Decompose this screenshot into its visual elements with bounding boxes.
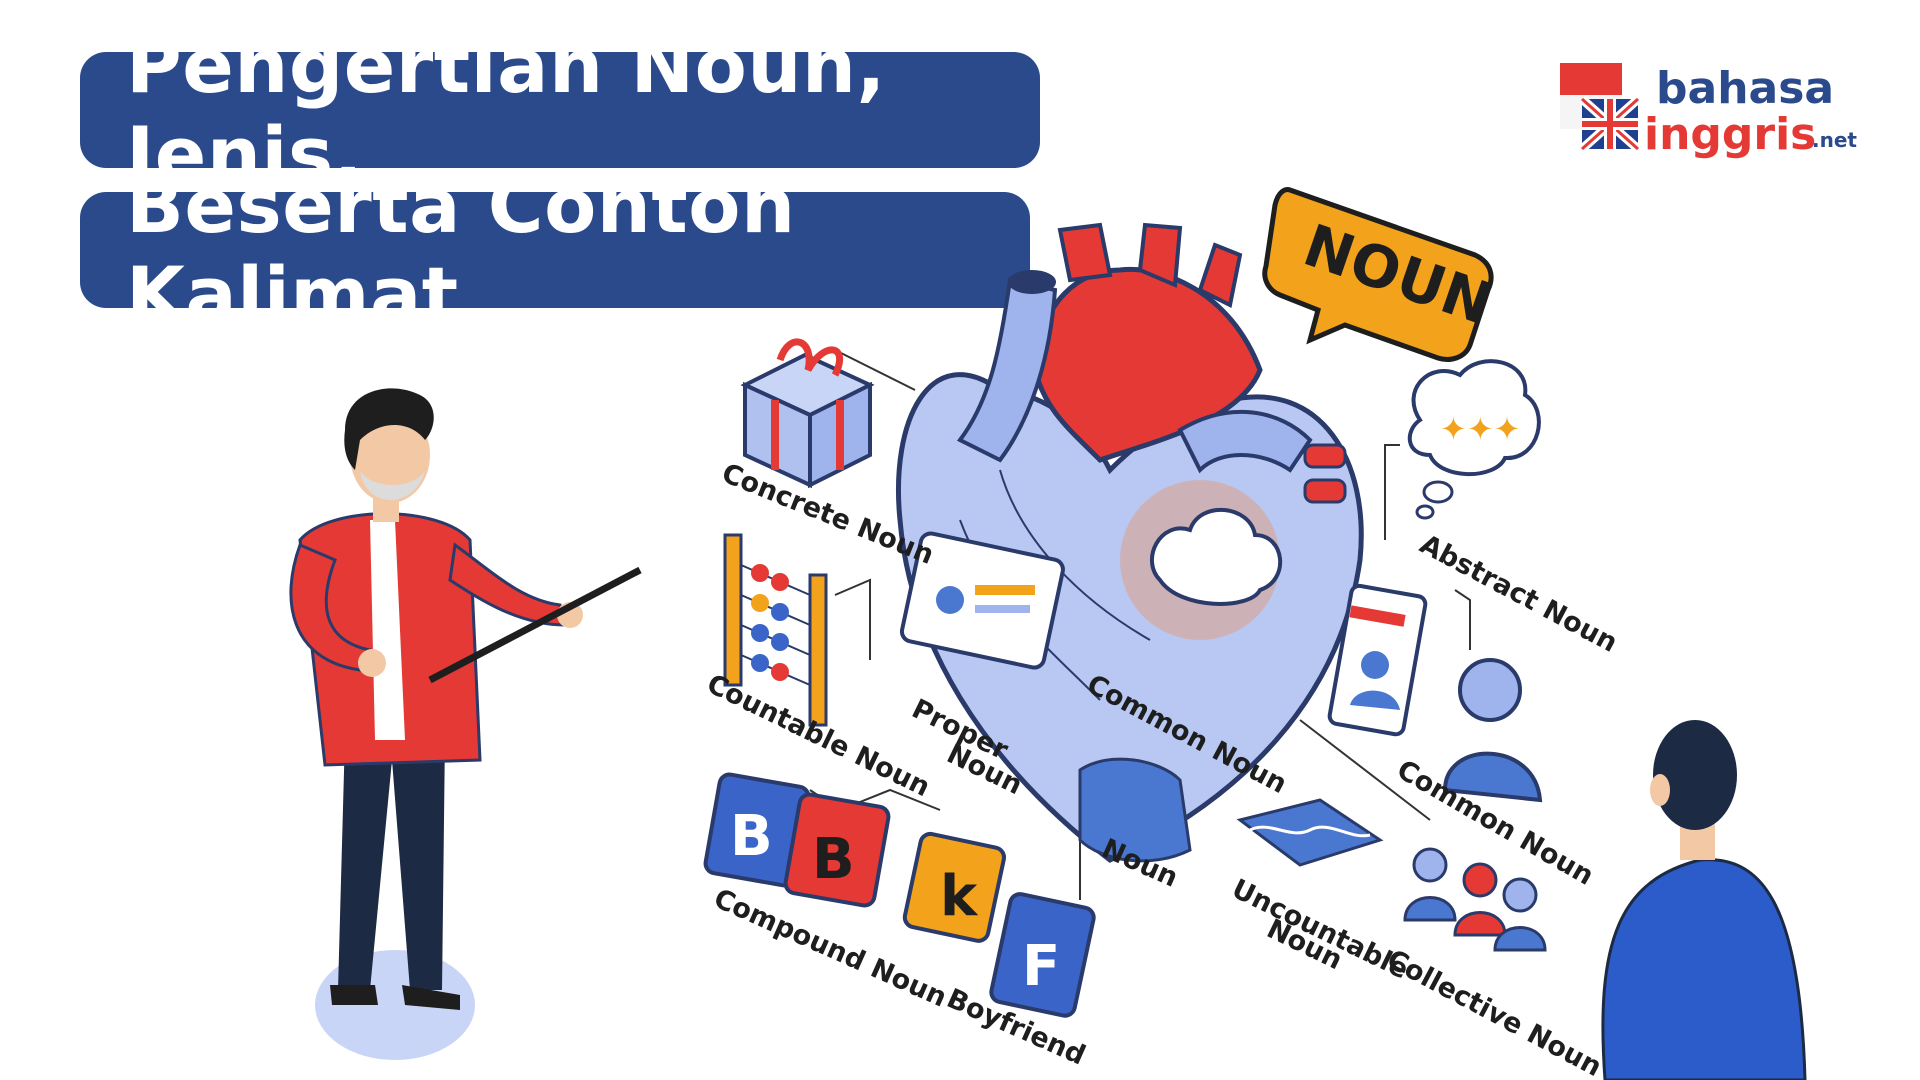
portrait-card-icon [1327,583,1428,737]
gift-box-icon [740,338,875,489]
title-line-1: Pengertian Noun, Jenis, [80,21,1040,199]
logo-suffix: .net [1812,128,1857,152]
person-bust-icon [1442,658,1543,803]
teacher-figure [289,388,642,1060]
title-line-1-text: Pengertian Noun, Jenis, [126,21,886,199]
water-icon [1236,798,1384,867]
puzzle-letter-2: B [812,827,855,892]
thought-bubble-icon: ✦✦✦ [1407,359,1541,520]
title-line-2-text: Beserta Contoh Kalimat [126,161,796,339]
svg-text:✦✦✦: ✦✦✦ [1440,410,1520,448]
puzzle-letter-3: k [940,864,979,929]
puzzle-letter-1: B [730,804,773,869]
abacus-icon [723,533,828,727]
noun-speech-bubble: NOUN [1262,187,1501,362]
group-people-icon [1403,847,1547,952]
flag-icon [1560,63,1641,153]
site-logo[interactable]: bahasa inggris .net [1560,55,1880,165]
label-abstract-noun: Abstract Noun [1415,529,1623,659]
student-figure [1601,720,1807,1080]
logo-word-2: inggris [1644,109,1816,160]
puzzle-pieces-icon: B B k F [703,772,1096,1018]
title-line-2: Beserta Contoh Kalimat [80,161,1030,339]
id-card-icon [899,531,1065,670]
heart-illustration [896,222,1364,863]
logo-word-1: bahasa [1656,63,1834,114]
connector-lines [809,349,1471,900]
label-collective-noun: Collective Noun [1382,944,1607,1080]
puzzle-letter-4: F [1022,934,1060,999]
